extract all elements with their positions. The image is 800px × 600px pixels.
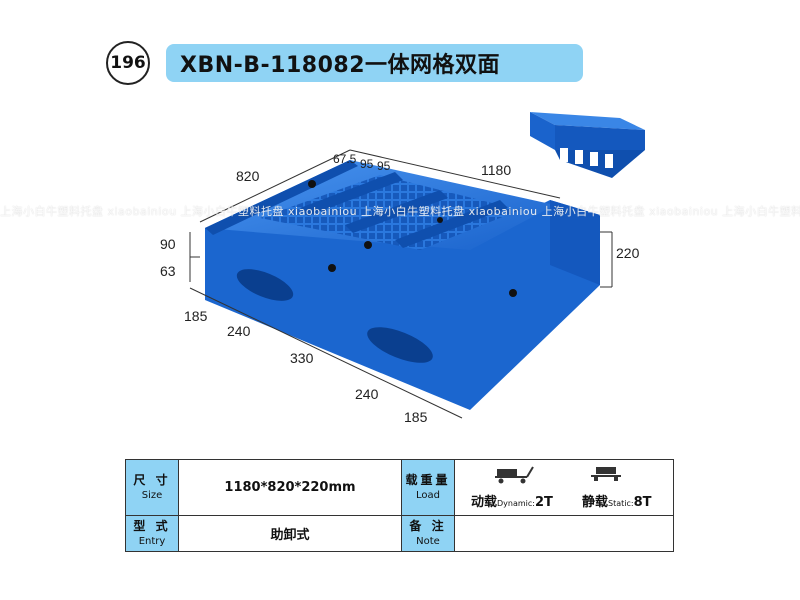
dim-bottom-3: 330 [290, 350, 314, 366]
dim-top-b: 95 [360, 157, 374, 171]
load-value: 动载Dynamic:2T 静载Static:8T [454, 459, 674, 516]
dynamic-load: 动载Dynamic:2T [471, 495, 553, 510]
entry-label: 型 式 Entry [125, 515, 179, 552]
pallet-bottom-view-thumbnail [530, 112, 645, 178]
product-number-badge: 196 [106, 41, 150, 85]
size-value: 1180*820*220mm [178, 459, 402, 516]
spec-table: 尺 寸 Size 1180*820*220mm 载重量 Load [125, 459, 674, 552]
entry-value: 助卸式 [178, 515, 402, 552]
forklift-cart-icon [495, 466, 534, 484]
dim-h-lower: 63 [160, 263, 176, 279]
dim-length: 1180 [481, 162, 512, 178]
dim-bottom-1: 185 [184, 308, 208, 324]
dim-top-a: 67.5 [333, 152, 357, 166]
load-label: 载重量 Load [401, 459, 455, 516]
size-label: 尺 寸 Size [125, 459, 179, 516]
product-title-text: XBN-B-118082一体网格双面 [180, 53, 501, 78]
static-load: 静载Static:8T [582, 495, 652, 510]
product-title: XBN-B-118082一体网格双面 [166, 44, 583, 82]
dim-width: 820 [236, 168, 260, 184]
dim-bottom-4: 240 [355, 386, 379, 402]
note-value [454, 515, 674, 552]
dim-bottom-5: 185 [404, 409, 428, 425]
note-label: 备 注 Note [401, 515, 455, 552]
pallet-front-face [205, 200, 600, 410]
dim-h-total: 220 [616, 245, 640, 261]
dim-bottom-2: 240 [227, 323, 251, 339]
pallet-scale-icon [591, 467, 621, 481]
dim-top-c: 95 [377, 159, 391, 173]
watermark: 上海小白牛塑料托盘 xiaobainiou 上海小白牛塑料托盘 xiaobain… [0, 205, 800, 218]
dim-h-upper: 90 [160, 236, 176, 252]
dimension-lines [189, 149, 613, 419]
